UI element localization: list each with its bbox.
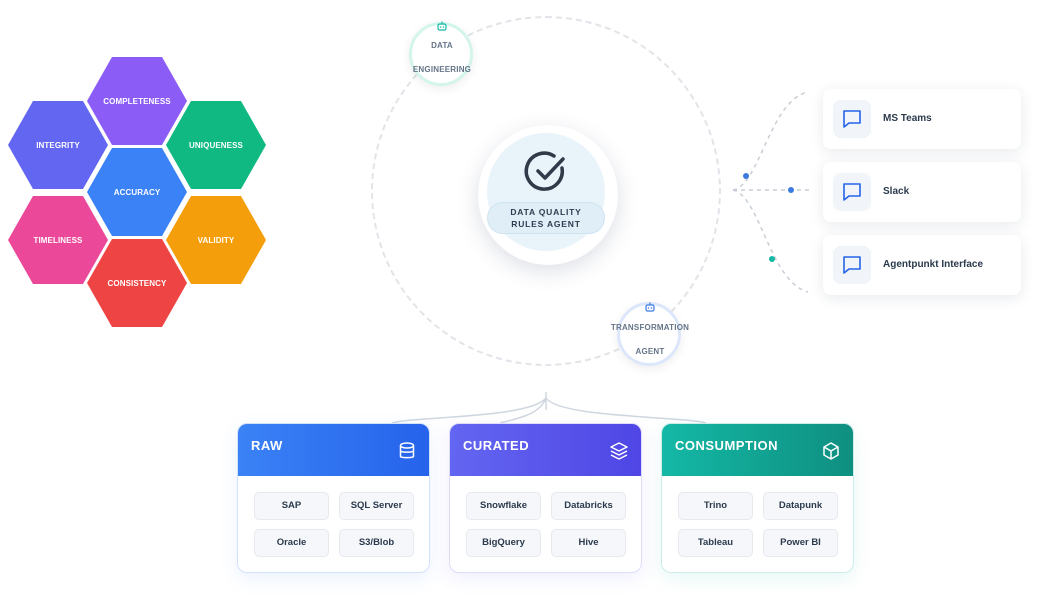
hex-completeness: COMPLETENESS [87, 57, 187, 145]
agent-orbit [371, 16, 721, 366]
card-header: RAW [238, 424, 429, 476]
chat-icon [833, 246, 871, 284]
source-item: Snowflake [466, 492, 541, 520]
curated-layer-card: CURATED Snowflake Databricks BigQuery Hi… [449, 423, 642, 573]
transformation-agent-label-1: TRANSFORMATION [610, 323, 690, 332]
source-item: Oracle [254, 529, 329, 557]
check-circle-icon [524, 151, 565, 191]
transformation-agent-label-2: AGENT [635, 347, 665, 356]
card-title: CURATED [463, 438, 530, 453]
channel-label: Slack [883, 186, 910, 197]
source-item: Tableau [678, 529, 753, 557]
hex-uniqueness: UNIQUENESS [166, 101, 266, 189]
data-engineering-label-1: DATA [431, 41, 453, 50]
channel-agentpunkt-interface[interactable]: Agentpunkt Interface [823, 235, 1021, 295]
channel-ms-teams[interactable]: MS Teams [823, 89, 1021, 149]
channel-label: MS Teams [883, 113, 932, 124]
source-item: Datapunk [763, 492, 838, 520]
channel-label: Agentpunkt Interface [883, 259, 984, 270]
source-item: Trino [678, 492, 753, 520]
chat-icon [833, 100, 871, 138]
source-item: S3/Blob [339, 529, 414, 557]
source-item: SQL Server [339, 492, 414, 520]
center-line-2: RULES AGENT [511, 219, 581, 229]
raw-layer-card: RAW SAP SQL Server Oracle S3/Blob [237, 423, 430, 573]
robot-icon [437, 21, 447, 31]
center-agent-label: DATA QUALITY RULES AGENT [487, 202, 605, 234]
robot-icon [645, 302, 655, 312]
hex-accuracy: ACCURACY [87, 148, 187, 236]
transformation-agent-node [617, 302, 681, 366]
source-item: Databricks [551, 492, 626, 520]
source-item: BigQuery [466, 529, 541, 557]
database-icon [399, 442, 415, 459]
center-line-1: DATA QUALITY [510, 207, 582, 217]
source-item: Power BI [763, 529, 838, 557]
channel-slack[interactable]: Slack [823, 162, 1021, 222]
cube-icon [823, 442, 839, 460]
layers-icon [610, 442, 628, 460]
source-item: Hive [551, 529, 626, 557]
card-header: CURATED [450, 424, 641, 476]
data-engineering-node [409, 22, 473, 86]
source-item: SAP [254, 492, 329, 520]
chat-icon [833, 173, 871, 211]
card-header: CONSUMPTION [662, 424, 853, 476]
card-title: CONSUMPTION [675, 438, 778, 453]
card-title: RAW [251, 438, 283, 453]
data-engineering-label-2: ENGINEERING [412, 65, 472, 74]
consumption-layer-card: CONSUMPTION Trino Datapunk Tableau Power… [661, 423, 854, 573]
